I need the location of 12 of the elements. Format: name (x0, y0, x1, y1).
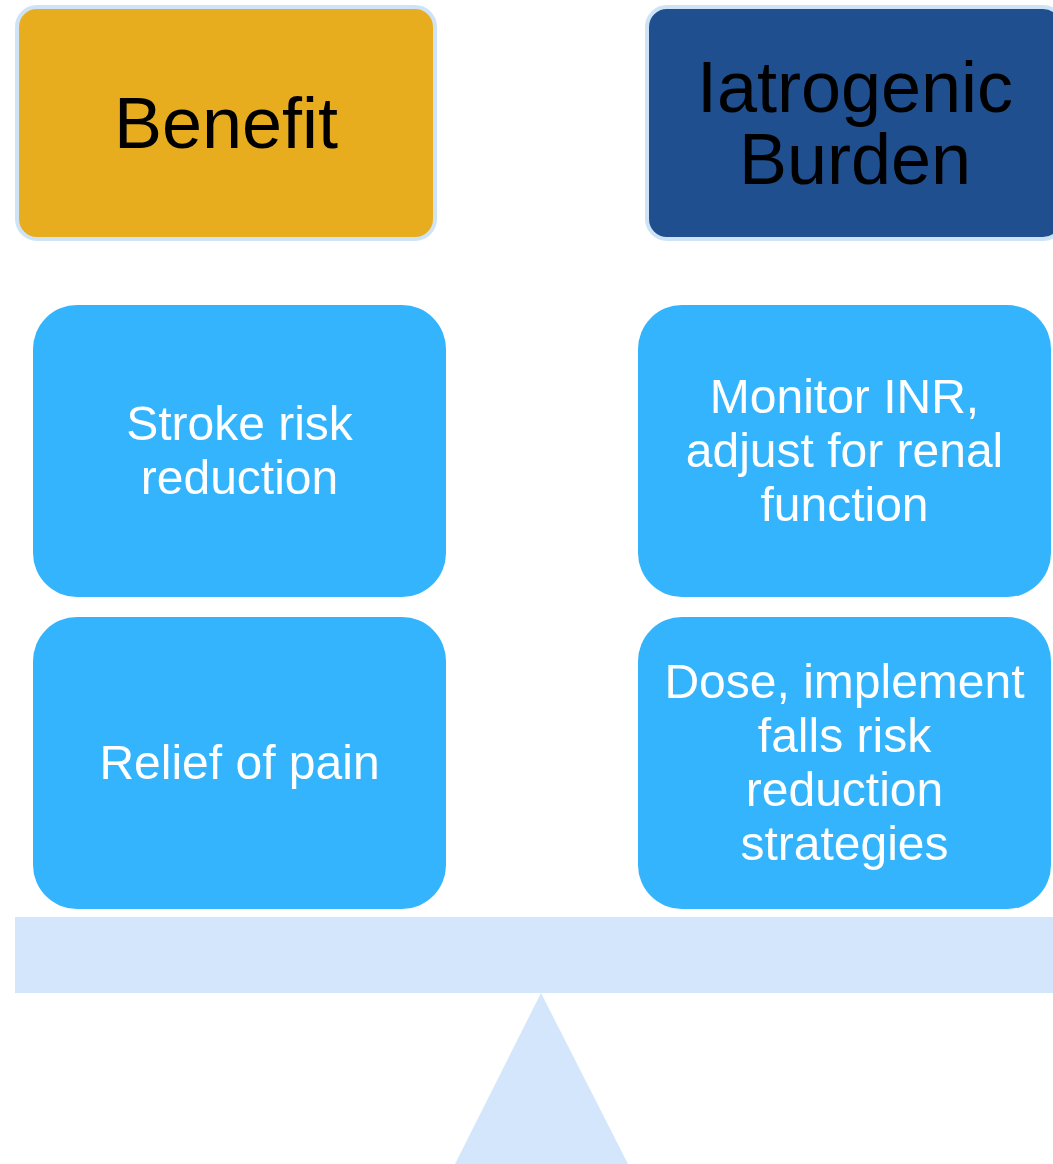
item-text: Dose, implement falls risk reduction strategies (663, 654, 1026, 872)
item-text: Monitor INR, adjust for renal function (684, 369, 1005, 533)
item-text: Stroke risk reduction (125, 396, 354, 506)
heading-box (645, 5, 1053, 241)
heading-box (15, 5, 437, 241)
item-box (638, 305, 1051, 597)
heading-text: Benefit (113, 87, 339, 159)
heading-text: Iatrogenic Burden (695, 51, 1015, 195)
item-box (638, 617, 1051, 909)
item-box (33, 617, 446, 909)
item-text: Relief of pain (99, 735, 380, 791)
item-box (33, 305, 446, 597)
